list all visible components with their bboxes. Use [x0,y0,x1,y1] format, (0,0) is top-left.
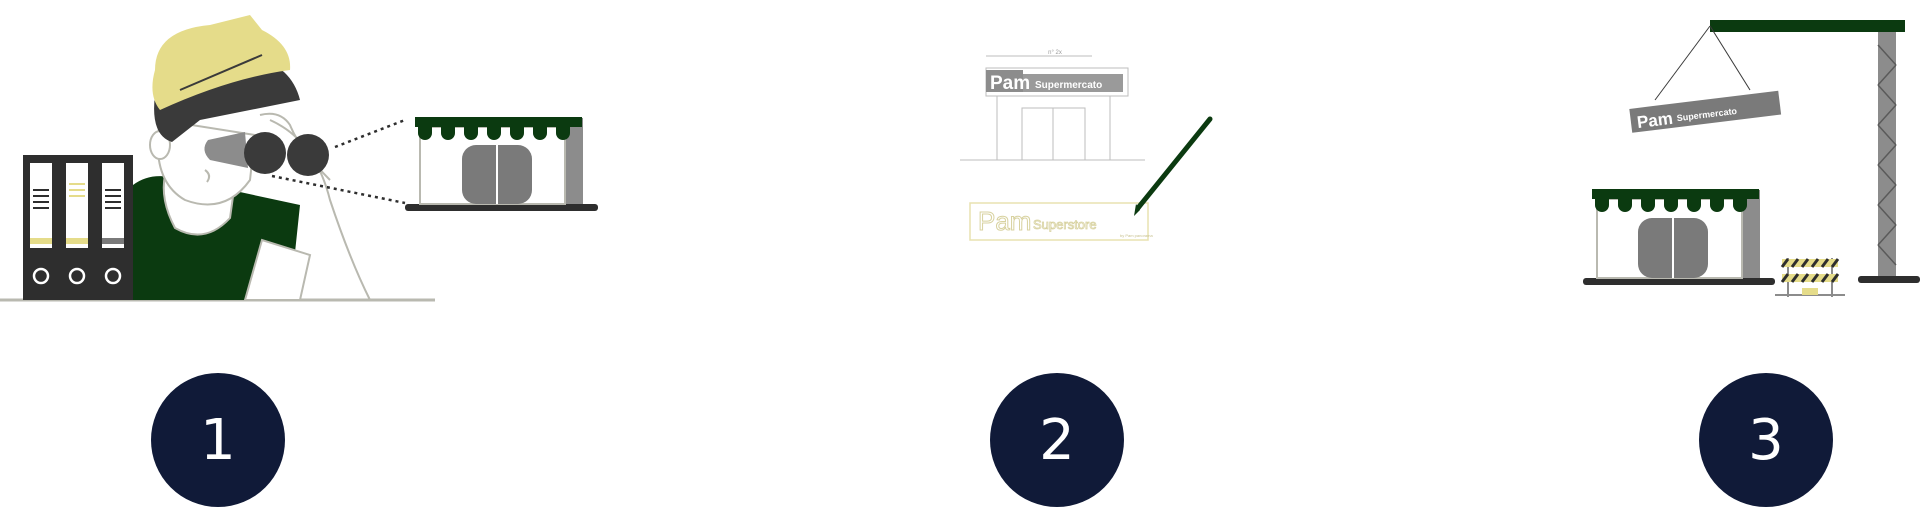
crane-icon [1654,20,1920,283]
sketch-sign-sub: Superstore [1033,217,1097,232]
draft-sign-brand: Pam [990,73,1030,94]
scene-design: n° 2x Pam Supermercato Pam Superstore by… [960,50,1213,241]
step-1-badge: 1 [151,373,285,507]
worker-icon [133,15,371,301]
hoisted-sign-icon: Pam Supermercato [1629,90,1782,133]
step-3-badge: 3 [1699,373,1833,507]
barrier-icon [1775,258,1845,297]
store-front-icon [1583,189,1775,285]
hoisted-sign-brand: Pam [1636,109,1674,132]
sketch-sign-brand: Pam [978,206,1031,236]
store-front-icon [405,117,598,211]
dimension-label: n° 2x [1048,50,1062,56]
draft-sign-sub: Supermercato [1035,80,1102,91]
binoculars-icon [204,132,329,176]
binders-icon [23,155,133,300]
step-1-number: 1 [200,407,236,473]
pen-icon [1134,116,1213,216]
scene-install: Pam Supermercato [1583,20,1920,297]
scene-survey [0,15,598,302]
sketch-sign-small: by Pam panorama [1120,233,1153,238]
step-2-number: 2 [1039,407,1075,473]
step-2-badge: 2 [990,373,1124,507]
step-3-number: 3 [1748,407,1784,473]
